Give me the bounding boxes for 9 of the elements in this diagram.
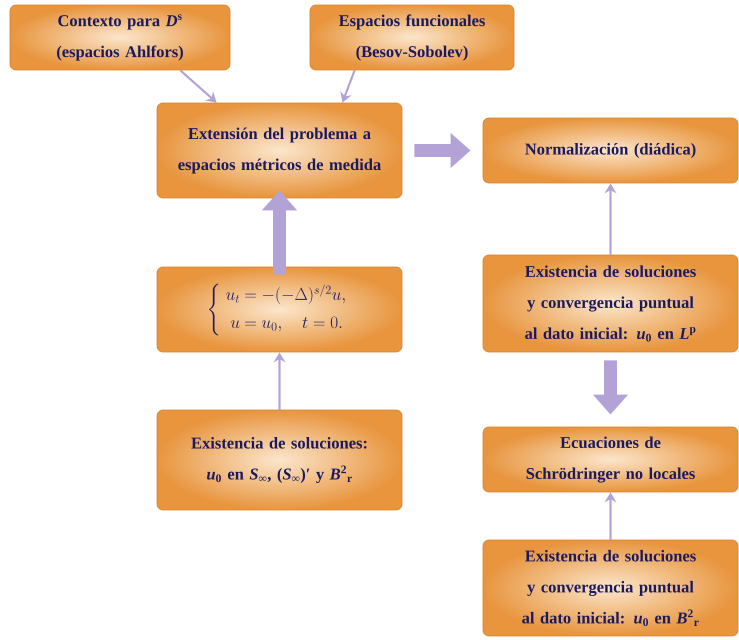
process-box: Existencia de soluciones y convergencia puntual al dato inicial: u$_{0}$ en B$^{2}$r xyxy=(482,540,738,636)
process-box: Normalización (diádica) xyxy=(482,118,738,184)
process-box: Existencia de soluciones: u$_{0}$ en S$_{∞}$, (S$_{∞}$)′ y B$^{2}$r xyxy=(156,410,402,510)
process-box: Espacios funcionales (Besov-Sobolev) xyxy=(310,4,514,70)
process-box: Existencia de soluciones y convergencia puntual al dato inicial: u$_{0}$ en L$^{p}$ xyxy=(482,254,738,352)
process-box: Ecuaciones de Schrödringer no locales xyxy=(482,426,738,492)
process-box: Extensión del problema a espacios métricos de medida xyxy=(156,102,402,198)
process-box: Contexto para D$^{s}$ (espacios Ahlfors) xyxy=(10,4,230,70)
equation-box: $\left\{\begin{array}{rl} u_t \!\!&= -(-\Delta)^{s/2}u,\\[6pt] u \!\!&= u_0,\quad t=0.\end{array}\right.$ xyxy=(156,266,402,352)
